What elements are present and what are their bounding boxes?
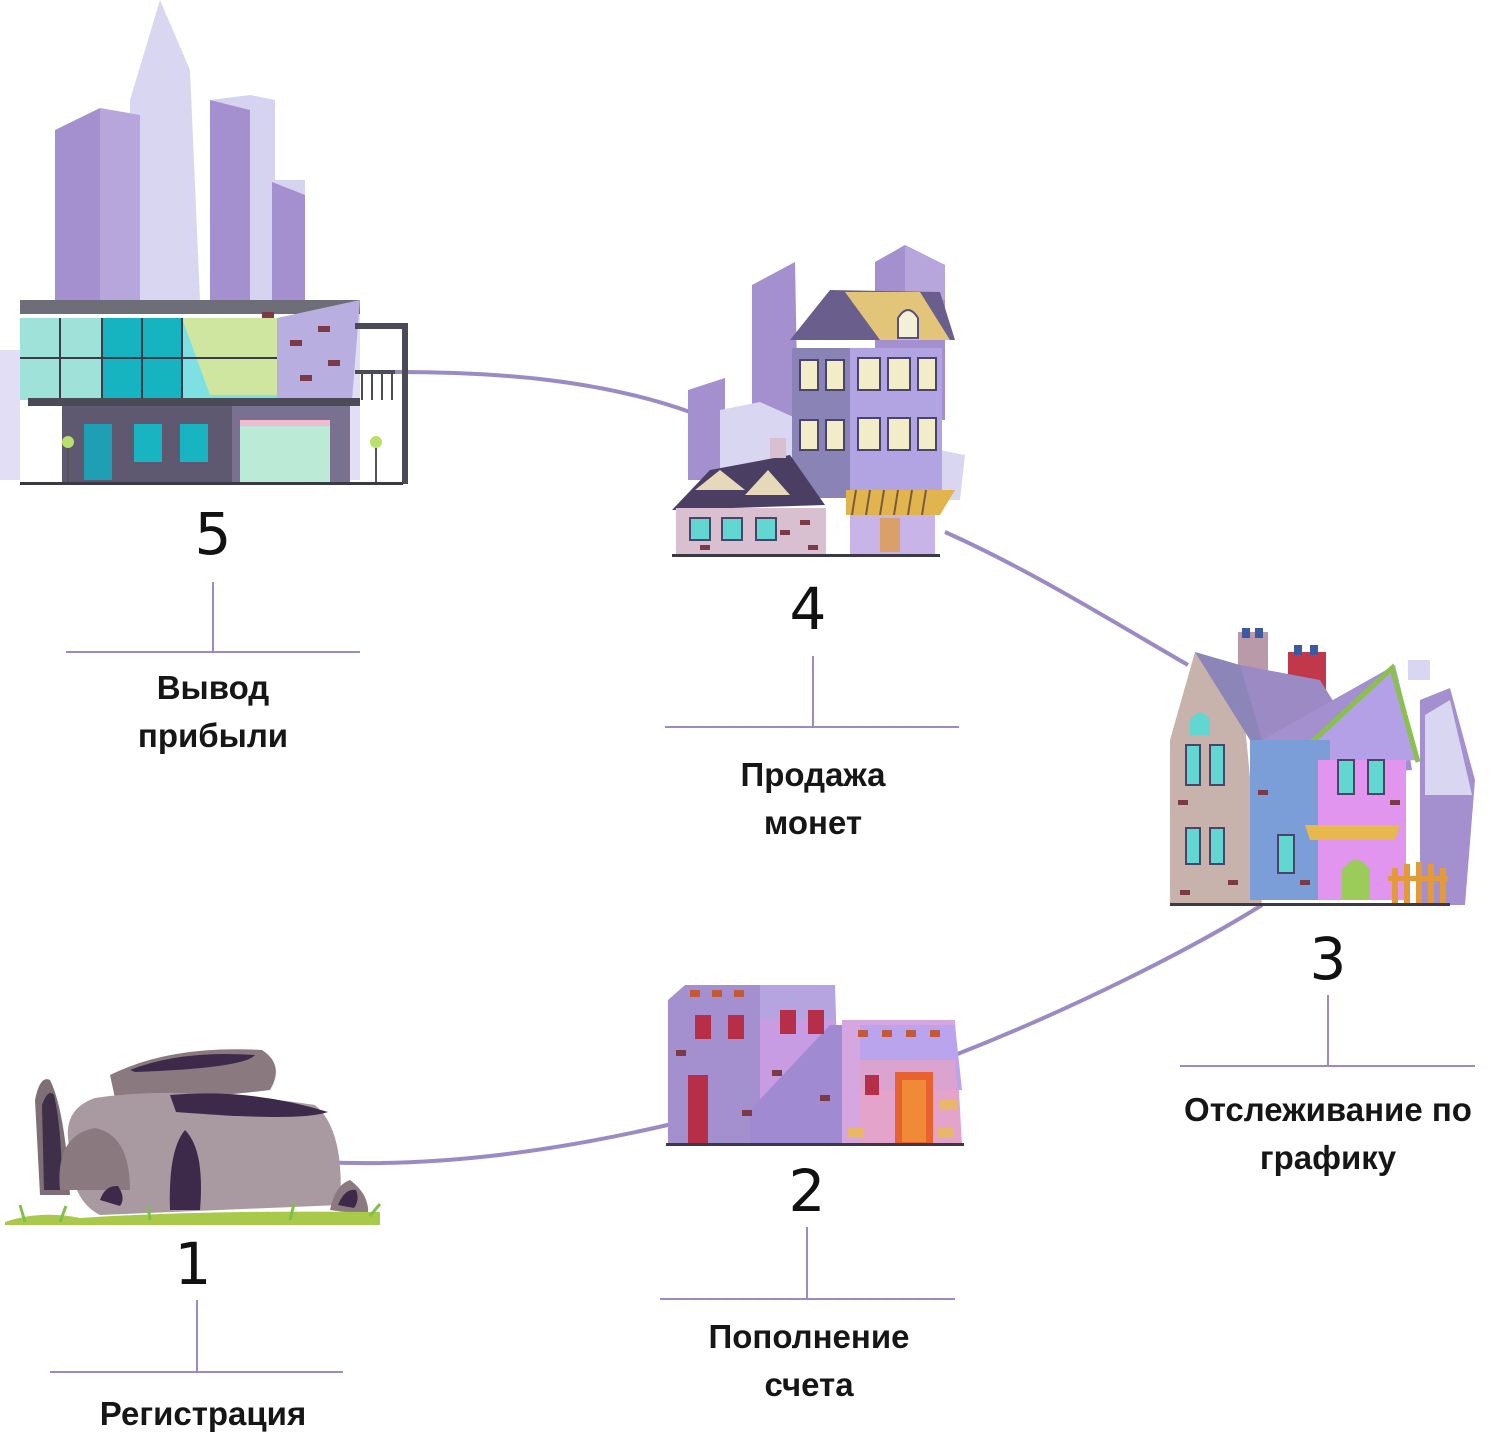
step-number-2: 2	[788, 1157, 826, 1225]
step-number-4: 4	[789, 575, 827, 643]
step-label-5-line-2: прибыли	[137, 717, 289, 754]
step-label-2-line-1: Пополнение	[708, 1318, 910, 1355]
modern-glass-building-icon	[0, 0, 408, 485]
step-label-5: Вывод прибыли	[63, 664, 363, 760]
step-number-3: 3	[1309, 925, 1347, 993]
step-label-4-line-1: Продажа	[740, 756, 886, 793]
step-label-3-line-2: графику	[1259, 1139, 1397, 1176]
cottage-houses-icon	[1170, 628, 1475, 906]
step-label-2-line-2: счета	[764, 1366, 854, 1403]
connector-2-3	[954, 903, 1264, 1057]
adobe-house-icon	[666, 985, 964, 1146]
connector-1-2	[319, 1122, 673, 1166]
townhouse-building-icon	[672, 245, 965, 557]
step-label-3-line-1: Отслеживание по	[1184, 1091, 1472, 1128]
step-label-4-line-2: монет	[763, 804, 863, 841]
connector-3-4	[944, 530, 1189, 667]
step-label-5-line-1: Вывод	[156, 669, 270, 706]
step-number-5: 5	[194, 500, 232, 568]
step-label-4: Продажа монет	[663, 751, 963, 847]
step-number-1: 1	[174, 1230, 212, 1298]
cave-rocks-icon	[5, 1049, 382, 1225]
connector-4-5	[394, 370, 691, 414]
step-label-3: Отслеживание по графику	[1150, 1086, 1506, 1182]
step-separators	[50, 582, 1475, 1373]
step-label-1-line-1: Регистрация	[99, 1395, 307, 1432]
connector-path	[319, 370, 1264, 1166]
step-label-1: Регистрация	[53, 1390, 353, 1438]
step-label-2: Пополнение счета	[659, 1313, 959, 1409]
